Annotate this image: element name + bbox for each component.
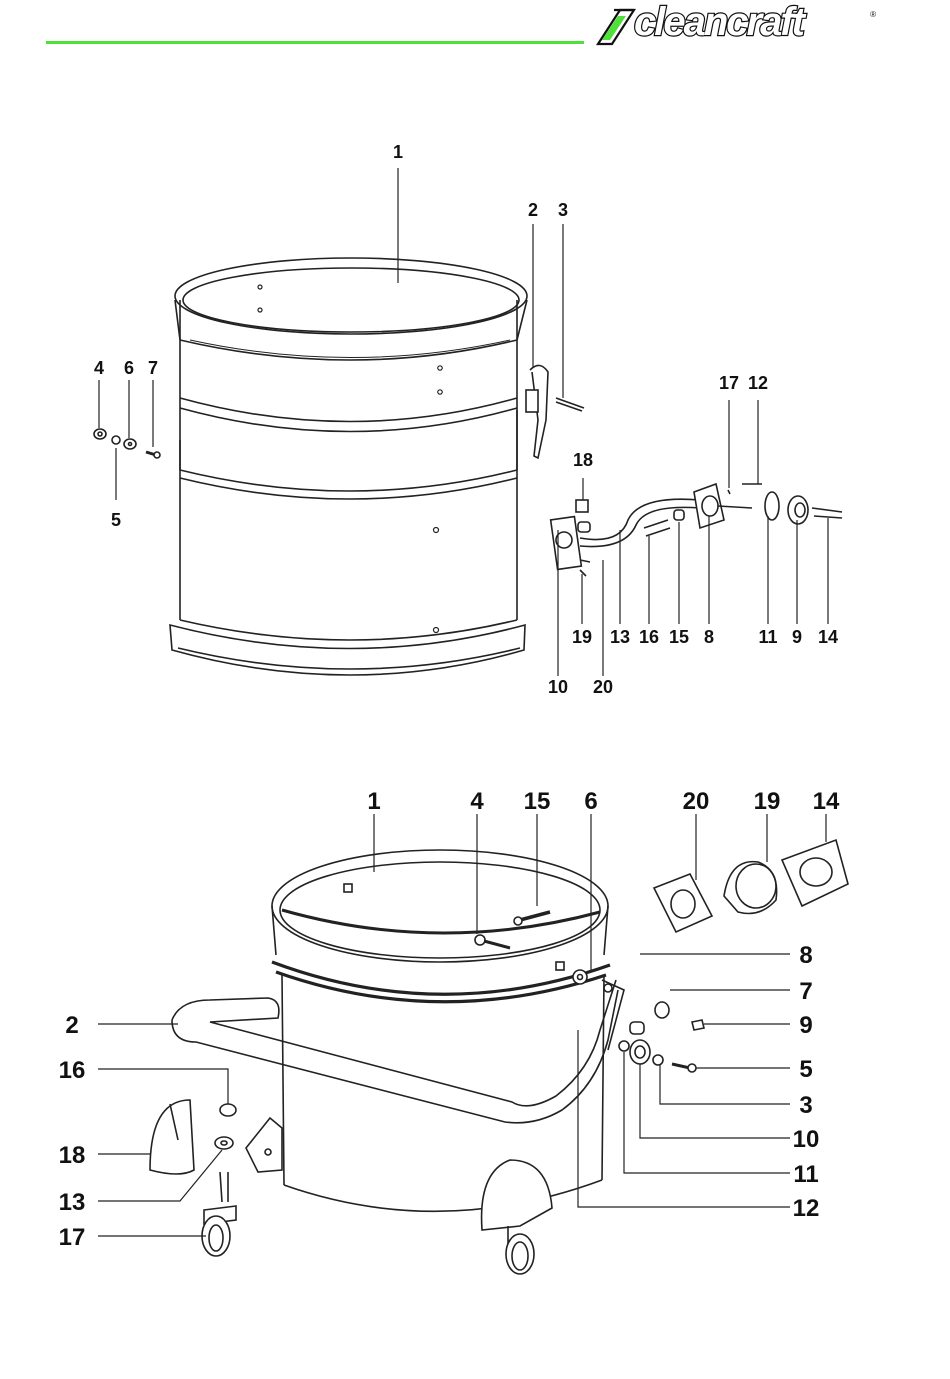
side-parts bbox=[619, 1002, 704, 1072]
bottom-label-20: 20 bbox=[683, 788, 710, 815]
top-label-3: 3 bbox=[558, 200, 568, 220]
top-label-7: 7 bbox=[148, 358, 158, 378]
bottom-label-15: 15 bbox=[524, 788, 551, 815]
bottom-label-14: 14 bbox=[813, 788, 840, 815]
drum-body bbox=[170, 258, 527, 675]
bottom-label-10: 10 bbox=[793, 1126, 820, 1153]
container-body bbox=[272, 850, 610, 1211]
bottom-label-13: 13 bbox=[59, 1189, 86, 1216]
top-label-20: 20 bbox=[593, 677, 613, 697]
caster-parts bbox=[150, 1100, 236, 1256]
bottom-exploded-view bbox=[98, 814, 848, 1274]
top-label-13: 13 bbox=[610, 627, 630, 647]
top-label-2: 2 bbox=[528, 200, 538, 220]
top-label-19: 19 bbox=[572, 627, 592, 647]
bottom-label-5: 5 bbox=[799, 1056, 812, 1083]
wheel-brackets bbox=[246, 1118, 552, 1274]
top-label-16: 16 bbox=[639, 627, 659, 647]
handle bbox=[172, 980, 624, 1123]
top-label-8: 8 bbox=[704, 627, 714, 647]
top-label-12: 12 bbox=[748, 373, 768, 393]
bottom-label-17: 17 bbox=[59, 1224, 86, 1251]
top-label-11: 11 bbox=[758, 627, 777, 647]
top-label-9: 9 bbox=[792, 627, 802, 647]
bottom-label-1: 1 bbox=[367, 788, 380, 815]
bottom-label-9: 9 bbox=[799, 1012, 812, 1039]
top-label-1: 1 bbox=[393, 142, 403, 162]
top-label-14: 14 bbox=[818, 627, 838, 647]
bottom-label-7: 7 bbox=[799, 978, 812, 1005]
top-exploded-view bbox=[94, 168, 842, 676]
top-label-4: 4 bbox=[94, 358, 104, 378]
bottom-label-12: 12 bbox=[793, 1195, 820, 1222]
drum-holes bbox=[258, 285, 442, 633]
bottom-label-3: 3 bbox=[799, 1092, 812, 1119]
top-leader-lines bbox=[99, 168, 828, 676]
bottom-label-19: 19 bbox=[754, 788, 781, 815]
bottom-label-8: 8 bbox=[799, 942, 812, 969]
bottom-label-4: 4 bbox=[470, 788, 484, 815]
top-label-17: 17 bbox=[719, 373, 739, 393]
small-fasteners bbox=[94, 429, 160, 458]
latch-part bbox=[526, 365, 584, 458]
bottom-label-18: 18 bbox=[59, 1142, 86, 1169]
top-label-6: 6 bbox=[124, 358, 134, 378]
bottom-label-2: 2 bbox=[65, 1012, 78, 1039]
top-label-5: 5 bbox=[111, 510, 121, 530]
bottom-label-16: 16 bbox=[59, 1057, 86, 1084]
bottom-label-6: 6 bbox=[584, 788, 597, 815]
top-label-10: 10 bbox=[548, 677, 568, 697]
bottom-label-11: 11 bbox=[793, 1161, 818, 1188]
filter-parts bbox=[654, 840, 848, 932]
top-label-15: 15 bbox=[669, 627, 689, 647]
hose-assembly bbox=[551, 484, 842, 576]
top-label-18: 18 bbox=[573, 450, 593, 470]
